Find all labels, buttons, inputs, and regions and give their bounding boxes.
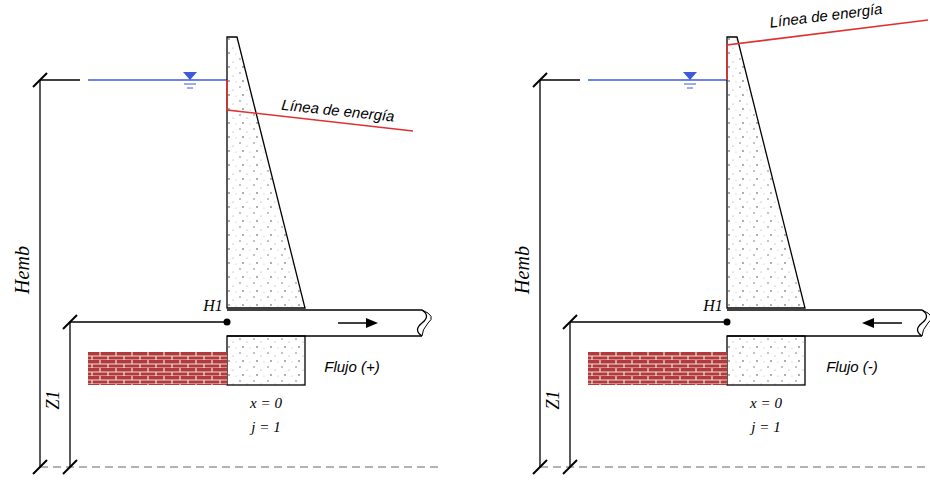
dimension-label: Hemb [11, 246, 33, 294]
dimension-label: Z1 [544, 390, 564, 409]
energy-line-label: Línea de energía [769, 1, 884, 31]
index-label: j = 1 [251, 419, 280, 436]
dimension-label: Hemb [511, 246, 533, 294]
energy-line-label: Línea de energía [281, 97, 396, 125]
node-head-label: H1 [203, 297, 223, 315]
node-head-label: H1 [703, 297, 723, 315]
dimension-label: Z1 [44, 390, 64, 409]
flow-label: Flujo (+) [324, 359, 379, 376]
position-label: x = 0 [250, 395, 282, 412]
flow-label: Flujo (-) [826, 359, 878, 376]
position-label: x = 0 [750, 395, 782, 412]
index-label: j = 1 [751, 419, 780, 436]
